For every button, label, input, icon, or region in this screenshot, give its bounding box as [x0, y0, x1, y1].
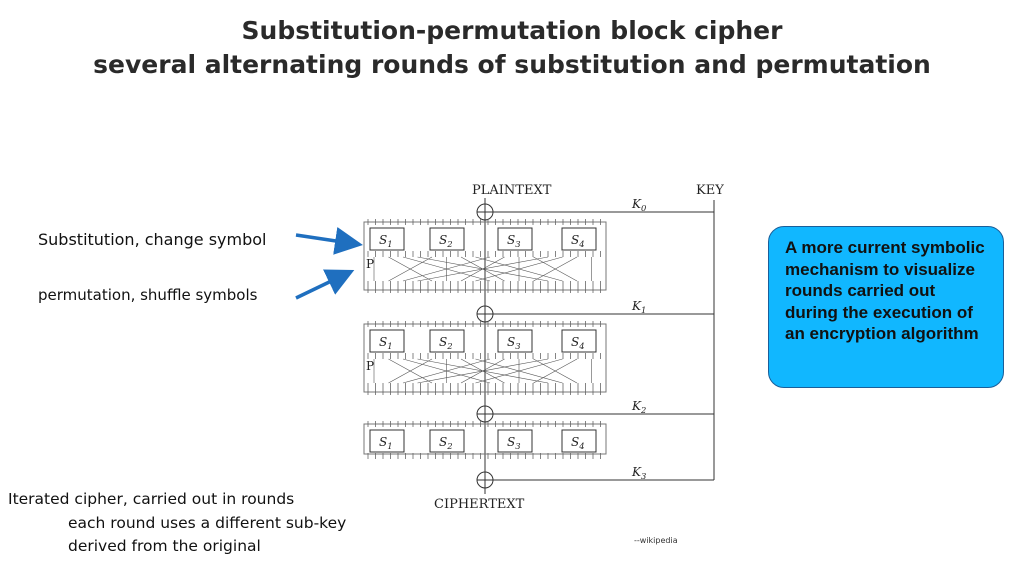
perm-label-1: P — [366, 359, 374, 373]
sbox-2-2 — [429, 429, 465, 453]
key-label: KEY — [696, 183, 724, 198]
source-credit: --wikipedia — [634, 536, 678, 545]
title-line-2: several alternating rounds of substituti… — [93, 50, 931, 79]
subkey-label-0: K0 — [631, 197, 647, 213]
plaintext-label: PLAINTEXT — [472, 183, 552, 198]
round-frame-2 — [363, 423, 607, 455]
perm-label-0: P — [366, 257, 374, 271]
sbox-2-3 — [497, 429, 533, 453]
sbox-0-3 — [497, 227, 533, 251]
subkey-label-2: K2 — [631, 399, 646, 415]
round-frame-1 — [363, 323, 607, 393]
info-callout: A more current symbolic mechanism to vis… — [768, 226, 1004, 388]
perm-wire — [417, 256, 549, 282]
perm-wire — [533, 358, 578, 384]
sbox-1-2 — [429, 329, 465, 353]
perm-wire — [388, 256, 433, 282]
iterated-line-3: derived from the original — [68, 537, 261, 555]
perm-wire — [475, 358, 563, 384]
subkey-label-1: K1 — [631, 299, 646, 315]
title-line-1: Substitution-permutation block cipher — [241, 16, 783, 45]
ciphertext-label: CIPHERTEXT — [434, 497, 525, 512]
perm-wire — [402, 358, 491, 384]
perm-wire — [533, 256, 578, 282]
perm-wire — [417, 358, 549, 384]
perm-wire — [475, 256, 563, 282]
perm-wire — [402, 256, 491, 282]
sbox-1-4 — [561, 329, 597, 353]
slide-title: Substitution-permutation block cipher se… — [0, 14, 1024, 82]
permutation-label: permutation, shuffle symbols — [38, 286, 258, 304]
perm-wire — [388, 358, 433, 384]
sbox-2-4 — [561, 429, 597, 453]
sbox-0-4 — [561, 227, 597, 251]
sbox-2-1 — [369, 429, 405, 453]
round-frame-0 — [363, 221, 607, 291]
substitution-label: Substitution, change symbol — [38, 230, 267, 249]
subkey-label-3: K3 — [631, 465, 646, 481]
sbox-0-1 — [369, 227, 405, 251]
iterated-line-2: each round uses a different sub-key — [68, 513, 347, 532]
sbox-0-2 — [429, 227, 465, 251]
sbox-1-3 — [497, 329, 533, 353]
iterated-cipher-note: Iterated cipher, carried out in rounds e… — [8, 488, 346, 559]
sbox-1-1 — [369, 329, 405, 353]
iterated-line-1: Iterated cipher, carried out in rounds — [8, 490, 295, 508]
